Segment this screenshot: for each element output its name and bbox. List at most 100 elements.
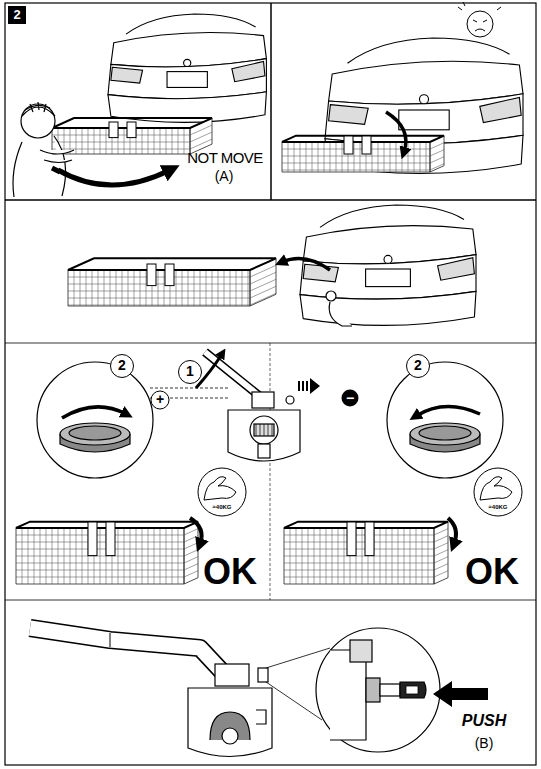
clamp-housing xyxy=(215,664,249,686)
frame xyxy=(5,3,536,765)
magnifier-knob xyxy=(37,362,503,478)
step-number-text: 2 xyxy=(13,8,20,22)
pull-arrow xyxy=(298,381,300,391)
clamp-mechanism xyxy=(250,416,278,444)
car-rear xyxy=(329,105,369,125)
magnifier-lock xyxy=(316,628,440,752)
down-arrow xyxy=(448,518,456,544)
clamp-mechanism xyxy=(150,388,230,389)
muscle-icon xyxy=(198,468,246,516)
car-rear xyxy=(167,72,207,88)
frame xyxy=(270,343,271,600)
basket xyxy=(109,122,118,138)
person xyxy=(22,102,55,116)
magnifier-knob xyxy=(69,426,121,440)
callout-number-text: 1 xyxy=(186,364,194,379)
callout-number: 2 xyxy=(406,354,430,378)
pull-arrow xyxy=(302,381,304,391)
basket xyxy=(16,522,198,584)
frame xyxy=(5,3,536,765)
clamp-mechanism xyxy=(256,424,272,436)
person xyxy=(13,102,74,197)
tow-ball xyxy=(329,302,352,326)
motion-arrow xyxy=(52,168,60,172)
magnifier-knob xyxy=(37,362,153,478)
pull-arrow xyxy=(298,378,320,394)
leader-line xyxy=(266,682,322,720)
worried-face xyxy=(458,2,501,37)
direction-sign: + xyxy=(156,392,164,407)
clamp-mechanism xyxy=(228,410,300,461)
muscle-icon xyxy=(198,468,522,516)
car-rear xyxy=(438,258,475,280)
basket xyxy=(284,522,448,584)
frame xyxy=(270,3,272,200)
person xyxy=(40,150,74,154)
car-rear xyxy=(232,62,265,82)
clamp-mechanism xyxy=(205,352,262,398)
leader-line xyxy=(266,648,330,668)
frame xyxy=(5,600,536,601)
tow-ball xyxy=(326,291,352,326)
clamp-housing xyxy=(188,664,272,757)
basket xyxy=(284,522,448,584)
magnifier-lock xyxy=(406,686,418,694)
basket xyxy=(88,522,97,556)
basket xyxy=(16,118,448,584)
person xyxy=(54,136,66,196)
carrier-bar xyxy=(30,628,228,678)
car-rear xyxy=(300,291,476,325)
magnifier-knob xyxy=(62,407,126,418)
car-rear xyxy=(399,110,449,130)
pull-arrow xyxy=(310,378,320,394)
basket xyxy=(347,522,356,556)
car-rear xyxy=(320,205,464,227)
tow-ball xyxy=(326,291,336,301)
frame xyxy=(5,343,536,344)
magnifier-lock xyxy=(400,682,426,698)
car-rear xyxy=(108,14,523,325)
callout-number: 2 xyxy=(110,354,134,378)
car-rear xyxy=(303,264,338,282)
carrier-bar xyxy=(30,628,228,678)
basket xyxy=(282,136,444,172)
muscle-icon xyxy=(204,477,236,500)
magnifier-lock xyxy=(366,678,380,702)
car-rear xyxy=(348,38,510,63)
ok-mark: OK xyxy=(465,552,519,592)
clamp-housing xyxy=(256,710,266,724)
basket xyxy=(52,118,212,154)
car-rear xyxy=(480,97,521,122)
muscle-icon xyxy=(480,477,512,500)
direction-sign: − xyxy=(342,390,359,407)
ok-mark: OK xyxy=(203,552,257,592)
push-arrow xyxy=(433,681,488,707)
basket xyxy=(165,264,174,286)
reference-letter: (A) xyxy=(215,169,234,184)
magnifier-knob xyxy=(410,423,480,445)
car-rear xyxy=(300,255,476,300)
basket xyxy=(344,136,353,154)
magnifier-knob xyxy=(387,362,503,478)
clamp-mechanism xyxy=(150,352,300,461)
carrier-bar xyxy=(110,633,111,647)
car-rear xyxy=(300,205,476,325)
magnifier-lock xyxy=(330,650,366,740)
magnifier-lock xyxy=(380,684,400,696)
weight-label: ≈40KG xyxy=(489,504,508,511)
carrier-bar xyxy=(30,628,228,678)
car-rear xyxy=(420,95,429,104)
push-arrow xyxy=(433,681,488,707)
car-rear xyxy=(384,255,392,263)
person xyxy=(44,160,72,163)
basket xyxy=(106,522,115,556)
down-arrow xyxy=(190,518,456,544)
person xyxy=(13,142,22,197)
down-arrow xyxy=(190,518,202,544)
magnifier-lock xyxy=(350,640,372,662)
magnifier-knob xyxy=(151,391,169,409)
basket xyxy=(52,118,212,154)
worried-face xyxy=(467,11,493,37)
clamp-mechanism xyxy=(252,392,274,408)
magnifier-lock xyxy=(316,628,440,752)
